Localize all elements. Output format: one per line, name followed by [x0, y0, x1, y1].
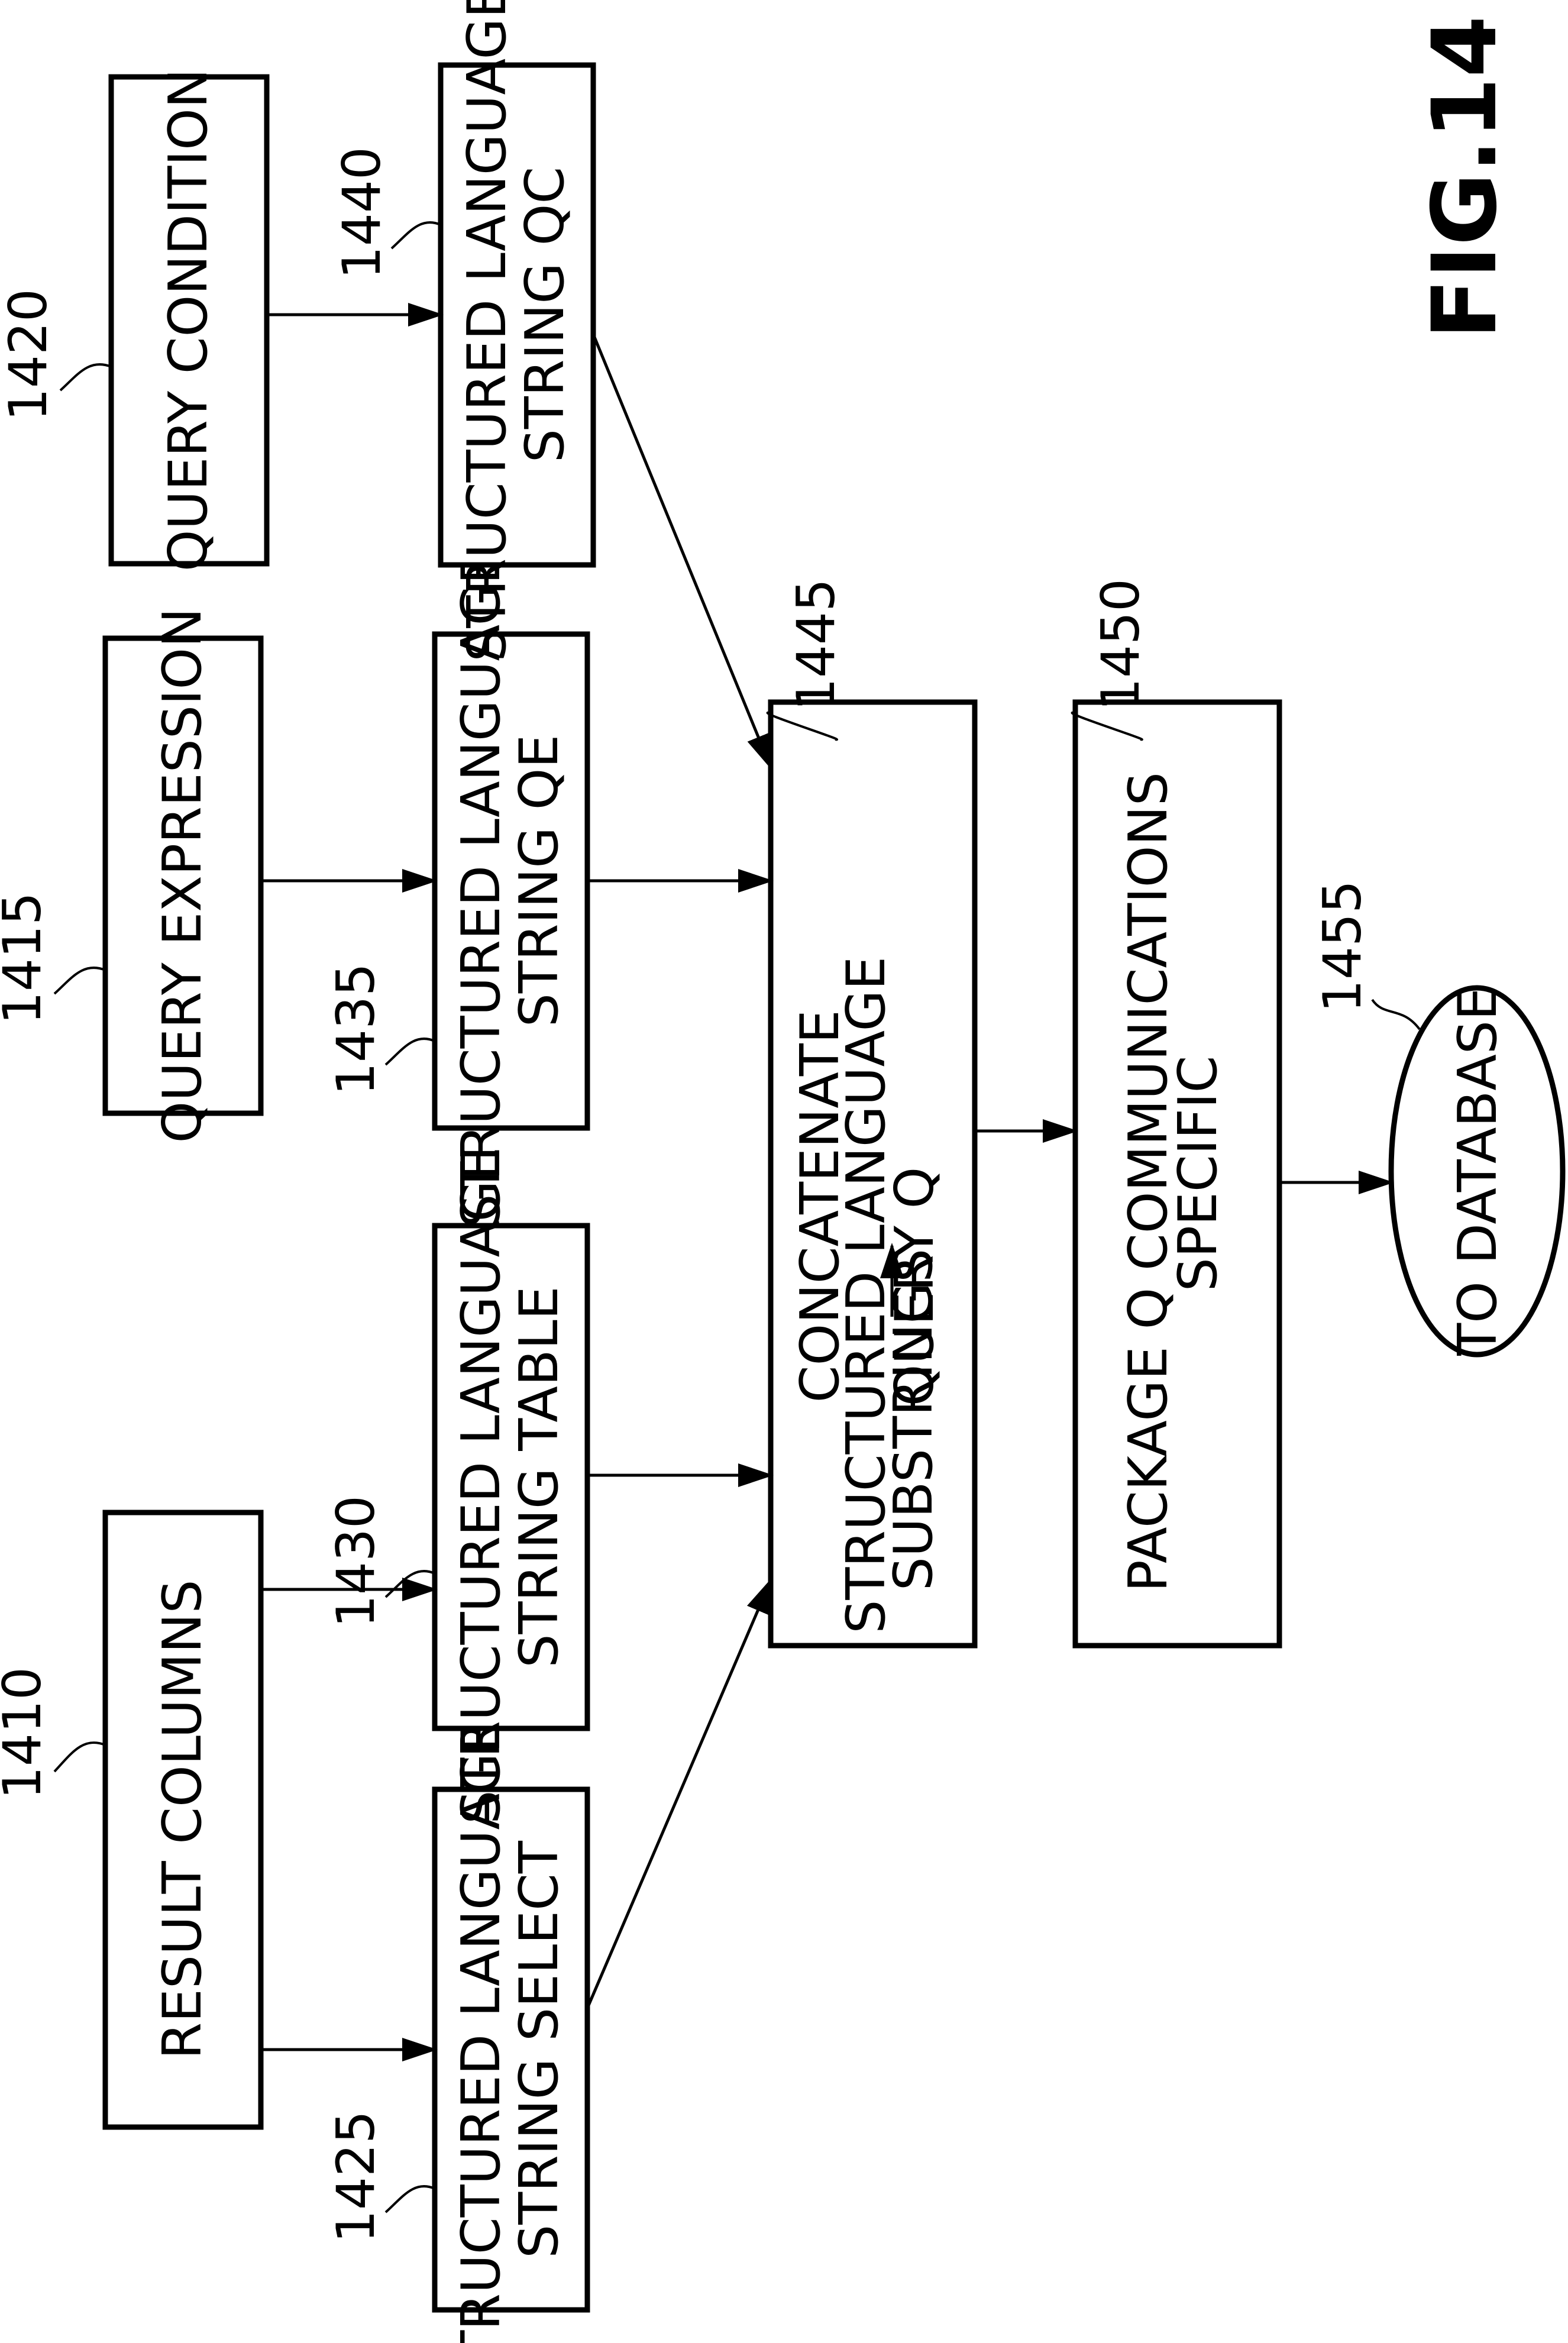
- svg-text:1445: 1445: [785, 579, 846, 711]
- svg-text:STRUCTURED LANGUAGE STRI: STRUCTURED LANGUAGE STRING QE: [450, 534, 570, 1227]
- svg-text:1420: 1420: [0, 289, 59, 421]
- node-string-select-label-2: STRING SELECT: [508, 1840, 570, 2258]
- svg-text:STRUCTURED LANGUAGE STRI: STRUCTURED LANGUAGE STRING QC: [456, 0, 576, 662]
- ref-1415: 1415: [0, 892, 106, 1025]
- svg-text:CONCATENATE STRUCTURED L: CONCATENATE STRUCTURED LANGUAGE QUERY Q: [789, 939, 946, 1633]
- node-query-expression: QUERY EXPRESSION: [102, 607, 264, 1143]
- svg-text:1415: 1415: [0, 892, 53, 1025]
- svg-text:1450: 1450: [1090, 579, 1151, 711]
- ref-1450: 1450: [1071, 579, 1151, 741]
- node-result-columns-label: RESULT COLUMNS: [151, 1579, 214, 2059]
- ref-1415-label: 1415: [0, 892, 53, 1025]
- ref-1425: 1425: [325, 2111, 435, 2243]
- node-string-qc-label-2: STRING QC: [514, 167, 576, 463]
- node-string-qc-label-1: STRUCTURED LANGUAGE: [456, 0, 518, 662]
- node-string-table-label-1: STRUCTURED LANGUAGE: [450, 1147, 512, 1824]
- node-string-select-label-1: STRUCTURED LANGUAGE: [450, 1720, 512, 2343]
- svg-text:QUERY EXPRESSION: QUERY EXPRESSION: [151, 607, 214, 1143]
- ref-1430-label: 1430: [325, 1495, 386, 1628]
- ref-1440: 1440: [331, 147, 441, 279]
- node-concatenate-label-4: QUERY Q: [884, 1167, 946, 1407]
- node-structured-string-qe: STRUCTURED LANGUAGE STRING QE: [432, 534, 590, 1228]
- ref-1435: 1435: [325, 963, 435, 1095]
- svg-text:RESULT COLUMNS: RESULT COLUMNS: [151, 1579, 214, 2059]
- arrow-1440-to-1445: [591, 334, 772, 770]
- ref-1440-label: 1440: [331, 147, 392, 279]
- node-concatenate: CONCATENATE STRUCTURED LANGUAGE QUERY Q …: [768, 699, 978, 1649]
- node-string-qe-label-2: STRING QE: [508, 735, 570, 1027]
- ref-1455-label: 1455: [1312, 880, 1373, 1013]
- svg-text:PACKAGE Q COMMUNICATIONS: PACKAGE Q COMMUNICATIONS SPECIFIC: [1117, 755, 1229, 1592]
- ref-1430: 1430: [325, 1495, 435, 1628]
- svg-text:1430: 1430: [325, 1495, 386, 1628]
- ref-1445: 1445: [766, 579, 846, 741]
- node-structured-string-table: STRUCTURED LANGUAGE STRING TABLE: [432, 1130, 590, 1824]
- svg-text:QUERY CONDITION: QUERY CONDITION: [157, 69, 219, 571]
- arrow-1425-to-1445: [586, 1578, 772, 2009]
- ref-1435-label: 1435: [325, 963, 386, 1095]
- ref-1445-label: 1445: [785, 579, 846, 711]
- figure-label: FIG.14: [1414, 15, 1517, 339]
- ref-1410-label: 1410: [0, 1667, 53, 1799]
- node-to-database-label: TO DATABASE: [1447, 987, 1509, 1356]
- node-query-expression-label: QUERY EXPRESSION: [151, 607, 214, 1143]
- svg-text:1425: 1425: [325, 2111, 386, 2243]
- node-package-q: PACKAGE Q COMMUNICATIONS SPECIFIC: [1072, 699, 1282, 1649]
- node-string-table-label-2: STRING TABLE: [508, 1286, 570, 1667]
- node-to-database: TO DATABASE: [1388, 985, 1566, 1358]
- svg-text:1410: 1410: [0, 1667, 53, 1799]
- ref-1420-label: 1420: [0, 289, 59, 421]
- node-structured-string-qc: STRUCTURED LANGUAGE STRING QC: [438, 0, 596, 662]
- node-package-label-1: PACKAGE Q COMMUNICATIONS: [1117, 772, 1179, 1592]
- svg-text:STRUCTURED LANGUAGE STRI: STRUCTURED LANGUAGE STRING SELECT: [450, 1702, 570, 2343]
- svg-text:TO DATABASE: TO DATABASE: [1447, 987, 1509, 1356]
- node-package-label-2: SPECIFIC: [1167, 1056, 1229, 1292]
- node-concatenate-label-3: STRUCTURED LANGUAGE: [835, 956, 897, 1634]
- node-structured-string-select: STRUCTURED LANGUAGE STRING SELECT: [432, 1702, 590, 2343]
- node-result-columns: RESULT COLUMNS: [102, 1510, 264, 2130]
- node-query-condition: QUERY CONDITION: [108, 69, 270, 571]
- svg-text:1440: 1440: [331, 147, 392, 279]
- node-string-qe-label-1: STRUCTURED LANGUAGE: [450, 551, 512, 1228]
- svg-text:1435: 1435: [325, 963, 386, 1095]
- ref-1420: 1420: [0, 289, 112, 421]
- ref-1455: 1455: [1312, 880, 1421, 1030]
- node-query-condition-label: QUERY CONDITION: [157, 69, 219, 571]
- ref-1450-label: 1450: [1090, 579, 1151, 711]
- node-concatenate-label-1: CONCATENATE: [789, 1010, 851, 1402]
- svg-text:STRUCTURED LANGUAGE STRI: STRUCTURED LANGUAGE STRING TABLE: [450, 1130, 570, 1824]
- ref-1410: 1410: [0, 1667, 106, 1799]
- ref-1425-label: 1425: [325, 2111, 386, 2243]
- svg-text:1455: 1455: [1312, 880, 1373, 1013]
